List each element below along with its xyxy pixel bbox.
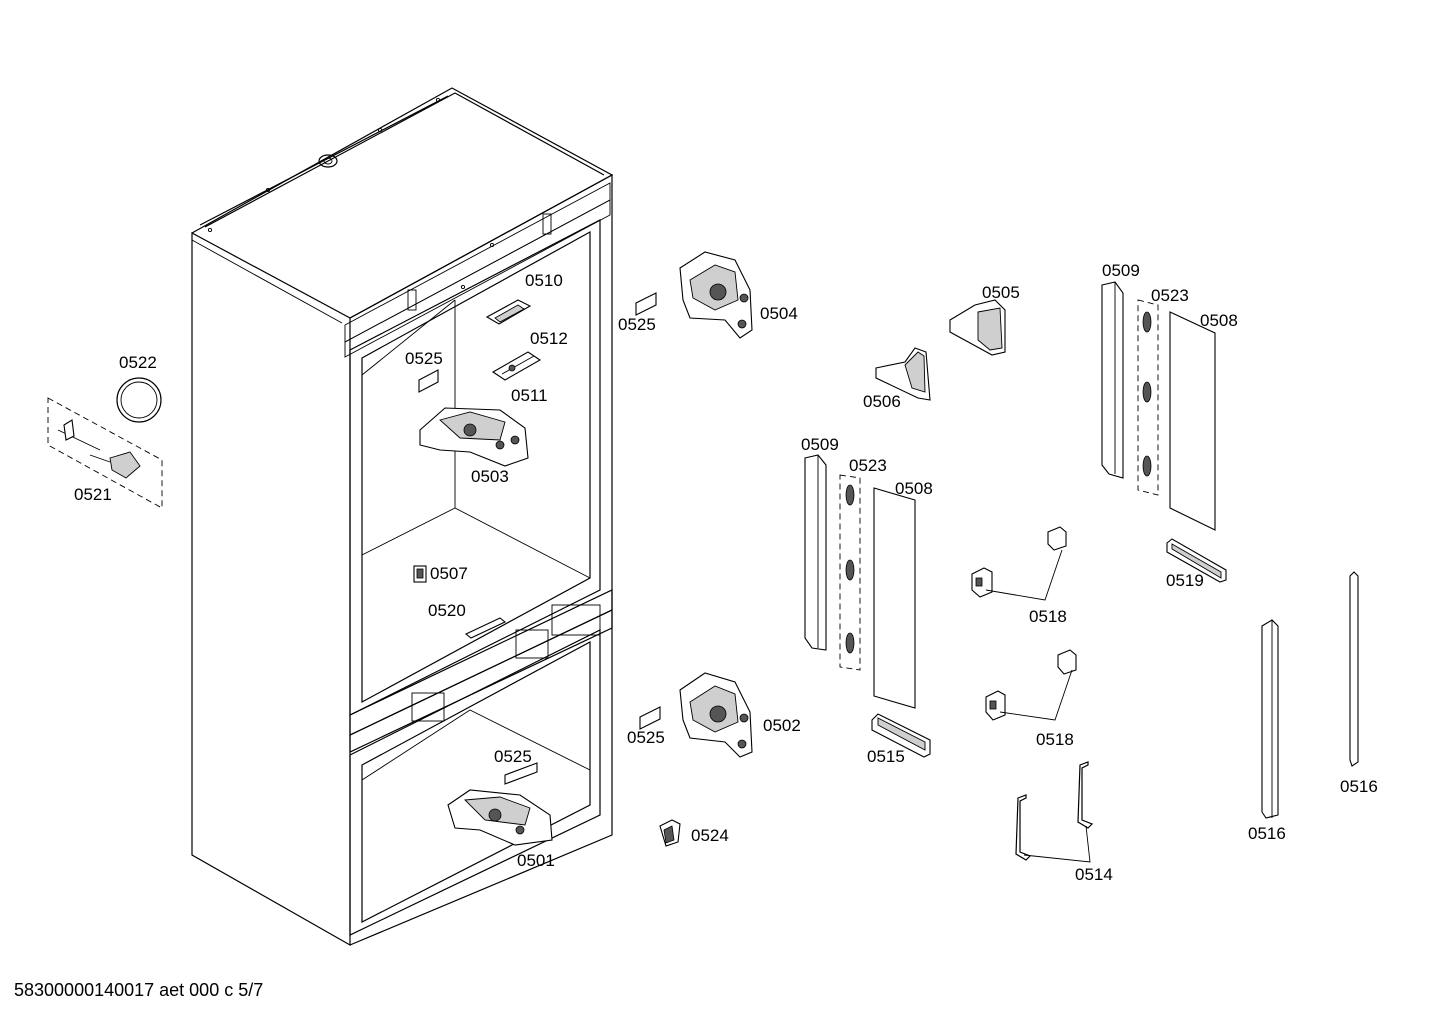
part-0515-rail <box>871 713 931 758</box>
label-0511: 0511 <box>511 386 548 405</box>
part-0501-hinge <box>447 789 553 846</box>
part-0524-latch <box>659 819 681 847</box>
part-0509-strip-upper <box>1101 281 1124 479</box>
label-0525-upper: 0525 <box>405 349 443 368</box>
part-0523-clips-upper <box>1137 299 1159 496</box>
label-0503: 0503 <box>471 467 509 486</box>
document-code: 58300000140017 aet 000 c 5/7 <box>14 980 264 1000</box>
label-0509-upper: 0509 <box>1102 261 1140 280</box>
label-0506: 0506 <box>863 392 901 411</box>
label-0502: 0502 <box>763 716 801 735</box>
part-0518-brackets-upper <box>971 526 1067 601</box>
part-0509-strip-lower <box>804 454 827 651</box>
label-0515: 0515 <box>867 747 905 766</box>
part-0519-rail <box>1166 538 1227 583</box>
label-0516-left: 0516 <box>1248 824 1286 843</box>
label-0514: 0514 <box>1075 865 1113 884</box>
label-0522: 0522 <box>119 353 157 372</box>
part-0518-brackets-lower <box>985 649 1077 721</box>
label-0508-lower: 0508 <box>895 479 933 498</box>
label-0519: 0519 <box>1166 571 1204 590</box>
label-0524: 0524 <box>691 826 729 845</box>
part-0516-strip-right <box>1349 571 1359 767</box>
part-0521-assembly <box>47 397 163 509</box>
part-0511-clip <box>491 351 542 381</box>
part-0514-brackets <box>1015 761 1094 863</box>
label-0523-lower: 0523 <box>849 456 887 475</box>
label-0525-bottom: 0525 <box>627 728 665 747</box>
label-0525-lower: 0525 <box>494 747 532 766</box>
label-0510: 0510 <box>525 271 563 290</box>
part-0525-label-upper <box>418 369 439 393</box>
part-0525-label-top <box>635 292 657 316</box>
label-0512: 0512 <box>530 329 568 348</box>
part-0520-strip <box>464 617 507 639</box>
label-0518-upper: 0518 <box>1029 607 1067 626</box>
part-0508-panel-lower <box>873 487 916 709</box>
label-0504: 0504 <box>760 304 798 323</box>
label-0507: 0507 <box>430 564 468 583</box>
refrigerator-cabinet <box>191 87 614 947</box>
label-0523-upper: 0523 <box>1151 286 1189 305</box>
part-0522-ring <box>116 377 162 423</box>
label-0505: 0505 <box>982 283 1020 302</box>
part-0506-cover <box>875 347 931 401</box>
part-0525-label-lower <box>504 762 538 785</box>
label-0518-lower: 0518 <box>1036 730 1074 749</box>
label-0521: 0521 <box>74 485 112 504</box>
part-0510-bracket <box>485 299 532 325</box>
part-0508-panel-upper <box>1169 311 1216 531</box>
part-0507-switch <box>413 565 427 583</box>
part-0525-label-bottom <box>639 706 661 730</box>
part-0516-strip-left <box>1261 619 1279 819</box>
part-0505-cover <box>949 299 1006 356</box>
label-0520: 0520 <box>428 601 466 620</box>
label-0501: 0501 <box>517 851 555 870</box>
part-0504-hinge <box>679 251 753 339</box>
label-0508-upper: 0508 <box>1200 311 1238 330</box>
label-0525-top: 0525 <box>618 315 656 334</box>
part-0503-hinge <box>419 407 529 467</box>
label-0509-lower: 0509 <box>801 435 839 454</box>
part-0502-hinge <box>679 672 753 758</box>
part-0523-clips-lower <box>839 474 861 671</box>
label-0516-right: 0516 <box>1340 777 1378 796</box>
